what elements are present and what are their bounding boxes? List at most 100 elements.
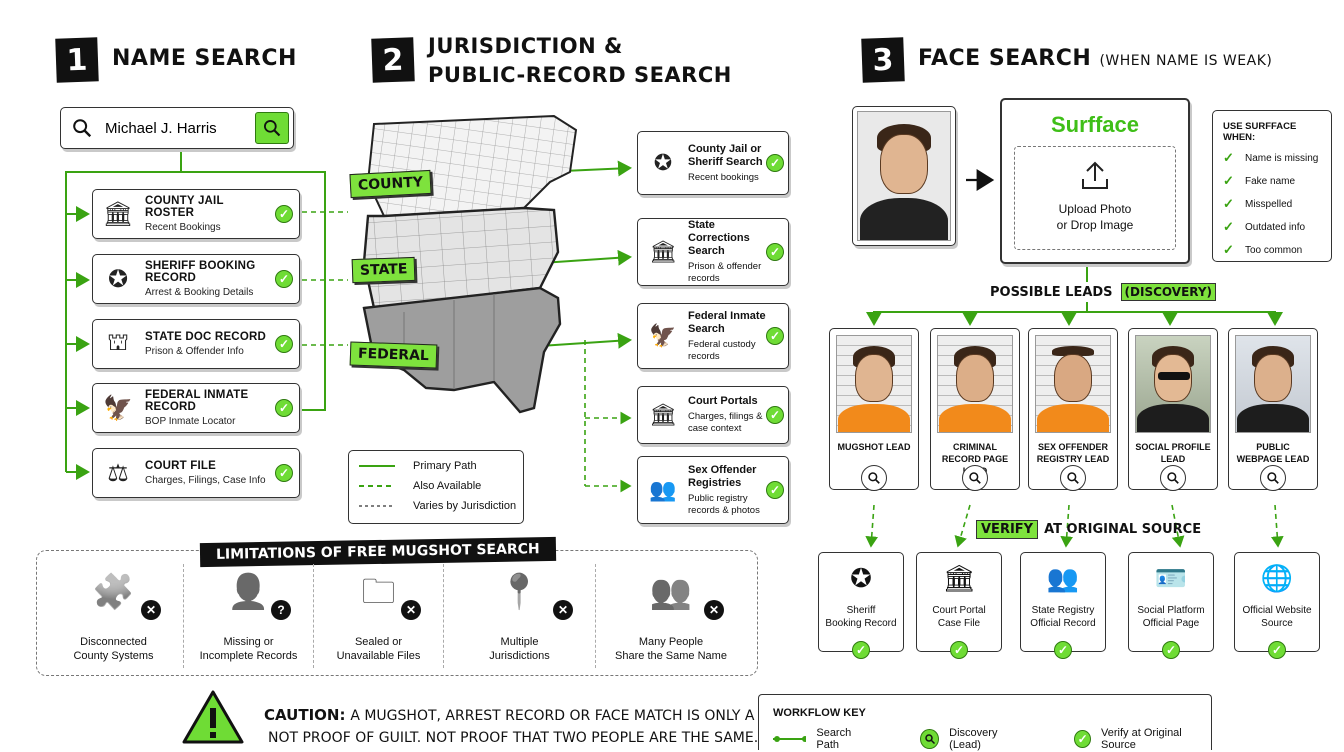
record-card[interactable]: 🏛County Jail RosterRecent Bookings✓ — [92, 189, 300, 239]
people-group-icon: 👥 — [1046, 563, 1080, 593]
record-card-text: State DOC RecordPrison & Offender Info — [145, 331, 275, 357]
x-badge-icon: ✕ — [141, 600, 161, 620]
discovery-search-icon[interactable] — [861, 465, 887, 491]
name-search-input[interactable] — [105, 119, 245, 137]
lead-card[interactable]: SOCIAL PROFILE LEAD — [1128, 328, 1218, 491]
verify-check-icon: ✓ — [950, 641, 968, 659]
dashed-line-icon — [359, 485, 395, 487]
step-2-number: 2 — [371, 37, 415, 83]
sheriff-badge-icon: ✪ — [653, 150, 673, 175]
check-icon: ✓ — [766, 327, 784, 345]
jurisdiction-card-subtitle: Recent bookings — [688, 171, 759, 183]
limitation-line-2: County Systems — [73, 650, 154, 662]
record-card[interactable]: ⛫State DOC RecordPrison & Offender Info✓ — [92, 319, 300, 369]
upload-dropzone[interactable]: Upload Photo or Drop Image — [1014, 146, 1176, 250]
warning-icon — [182, 690, 244, 744]
record-card[interactable]: ⚖ Court FileCharges, Filings, Case Info✓ — [92, 448, 300, 498]
shirt — [1237, 404, 1309, 432]
check-icon: ✓ — [275, 270, 293, 288]
upload-line-2: or Drop Image — [1056, 218, 1134, 232]
source-label-line-1: Official Website — [1242, 605, 1312, 616]
lead-label: PUBLIC WEBPAGE LEAD — [1236, 442, 1310, 464]
check-icon: ✓ — [766, 406, 784, 424]
key-discovery: Discovery (Lead) — [949, 727, 998, 751]
legend-primary-path: Primary Path — [413, 460, 477, 472]
caution-label: CAUTION: — [264, 706, 346, 724]
jurisdiction-card-title: County Jail or Sheriff Search — [688, 142, 763, 168]
verify-text: AT ORIGINAL SOURCE — [1044, 522, 1202, 537]
source-label-line-2: Official Page — [1142, 618, 1200, 629]
green-check-icon: ✓ — [1223, 196, 1234, 211]
discovery-search-icon[interactable] — [1160, 465, 1186, 491]
use-when-item: ✓Fake name — [1223, 173, 1331, 189]
search-button[interactable] — [255, 112, 289, 144]
lead-label: CRIMINAL RECORD PAGE LEAD — [941, 442, 1009, 476]
record-card-text: Court FileCharges, Filings, Case Info — [145, 460, 275, 486]
jurisdiction-card-subtitle: Federal custody records — [688, 338, 756, 362]
limitation-icon-wrap: 🧩✕ — [44, 564, 183, 624]
verify-check-icon: ✓ — [1268, 641, 1286, 659]
record-card[interactable]: 🦅 Federal Inmate RecordBOP Inmate Locator… — [92, 383, 300, 433]
use-when-item: ✓ Outdated info — [1223, 219, 1331, 235]
hair — [1052, 346, 1094, 356]
lead-label: SOCIAL PROFILE LEAD — [1135, 442, 1211, 464]
source-label-line-1: Court Portal — [932, 605, 986, 616]
record-card-title: Court File — [145, 460, 216, 472]
record-card[interactable]: ✪Sheriff Booking RecordArrest & Booking … — [92, 254, 300, 304]
head — [1254, 354, 1292, 402]
eagle-seal-icon: 🦅 — [103, 394, 133, 422]
discovery-search-icon[interactable] — [1060, 465, 1086, 491]
record-card-title: Sheriff Booking Record — [145, 260, 256, 284]
limitation-line-1: Disconnected — [80, 636, 147, 648]
caution-line-1: CAUTION: A MUGSHOT, ARREST RECORD OR FAC… — [264, 706, 800, 724]
source-label-line-1: State Registry — [1031, 605, 1095, 616]
step-2-title-line-2: PUBLIC-RECORD SEARCH — [428, 63, 732, 87]
check-icon: ✓ — [766, 481, 784, 499]
discovery-tag: (DISCOVERY) — [1120, 283, 1217, 301]
search-path-line-icon — [773, 736, 807, 742]
question-badge-icon: ? — [271, 600, 291, 620]
limitation-line-1: Sealed or — [354, 636, 403, 648]
lead-card[interactable]: MUGSHOT LEAD — [829, 328, 919, 491]
head — [855, 354, 893, 402]
lead-card[interactable]: SEX OFFENDER REGISTRY LEAD — [1028, 328, 1118, 491]
lead-card[interactable]: CRIMINAL RECORD PAGE LEAD — [930, 328, 1020, 491]
hoodie — [860, 198, 948, 240]
limitation-line-2: Unavailable Files — [336, 650, 421, 662]
source-label-line-2: Booking Record — [825, 618, 897, 629]
discovery-search-icon[interactable] — [1260, 465, 1286, 491]
green-check-icon: ✓ — [1223, 219, 1234, 234]
record-card-text: Federal Inmate RecordBOP Inmate Locator — [145, 389, 275, 427]
record-card-title: Federal Inmate Record — [145, 389, 249, 413]
limitation-icon-wrap: 👥✕ — [596, 564, 746, 624]
globe-icon: 🌐 — [1260, 563, 1294, 593]
record-card-subtitle: BOP Inmate Locator — [145, 416, 236, 427]
scales-icon: ⚖ — [107, 459, 129, 487]
name-search-bar[interactable] — [60, 107, 294, 149]
record-card-title: State DOC Record — [145, 331, 266, 343]
source-label-line-2: Source — [1261, 618, 1293, 629]
check-icon: ✓ — [275, 464, 293, 482]
surfface-brand: Surfface — [1050, 112, 1140, 137]
use-when-item-label: Outdated info — [1245, 221, 1306, 233]
limitation-icon-wrap: 👤? — [184, 564, 313, 624]
map-tag-state: STATE — [351, 256, 416, 284]
discovery-search-icon[interactable] — [962, 465, 988, 491]
lead-label: SEX OFFENDER REGISTRY LEAD — [1036, 442, 1110, 464]
discovery-lead-icon — [920, 729, 940, 749]
lead-card[interactable]: PUBLIC WEBPAGE LEAD — [1228, 328, 1318, 491]
